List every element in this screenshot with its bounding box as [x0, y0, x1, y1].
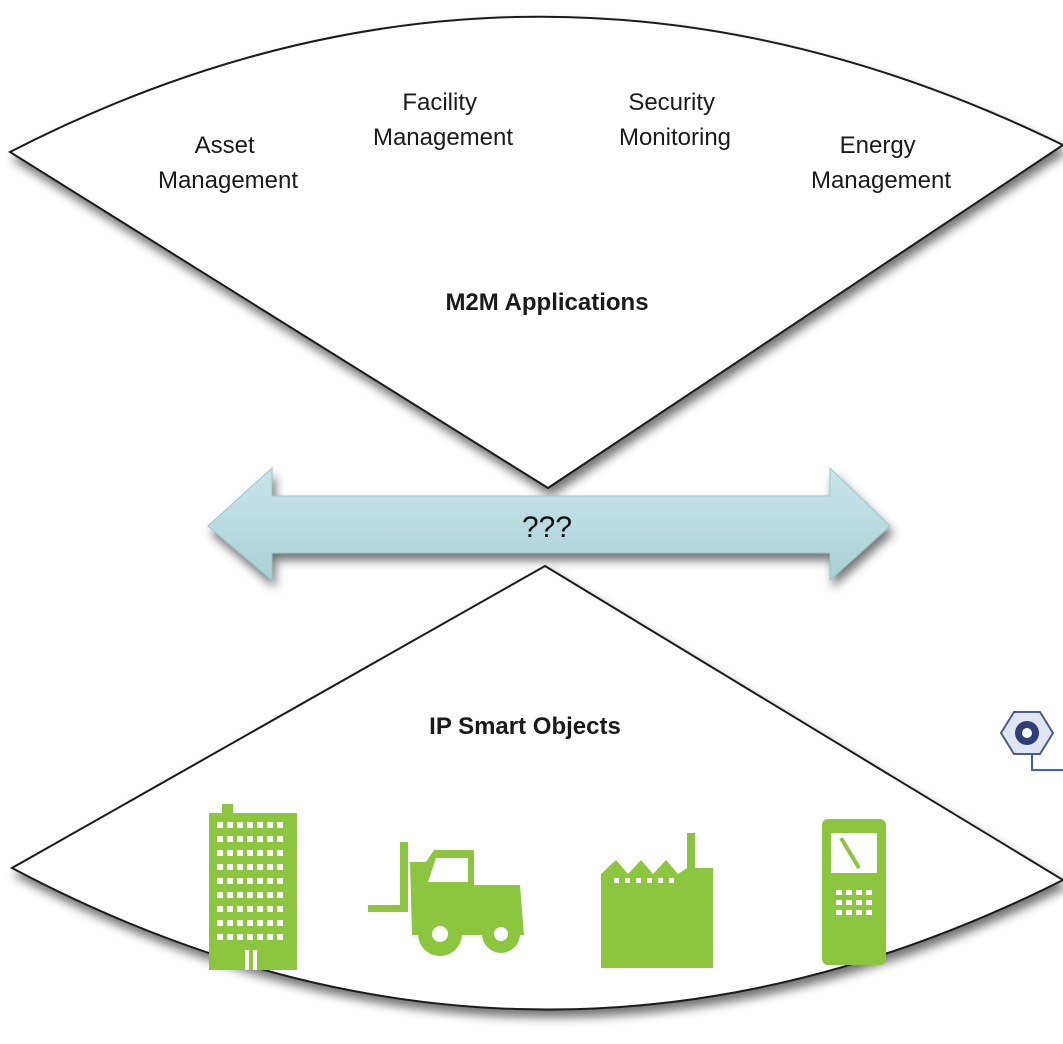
- top-fan: [7, 15, 1063, 490]
- building-icon: [209, 804, 297, 970]
- top-fan-shape: [7, 15, 1063, 490]
- double-arrow-icon: [207, 466, 891, 582]
- app-label-facility-management: Facility Management: [373, 89, 513, 151]
- forklift-icon: [368, 842, 524, 956]
- bottom-fan-shape: [9, 564, 1063, 1011]
- app-label-energy-management: Energy Management: [811, 132, 951, 194]
- meter-device-icon: [822, 819, 886, 965]
- smart-object-icons: [209, 804, 886, 970]
- organization-logo: [999, 711, 1063, 771]
- bottom-fan: [9, 564, 1063, 1011]
- factory-icon: [601, 833, 713, 968]
- bottom-heading: IP Smart Objects: [429, 713, 621, 740]
- app-label-asset-management: Asset Management: [158, 132, 298, 194]
- app-label-security-monitoring: Security Monitoring: [619, 89, 731, 151]
- application-labels: Asset Management Facility Management Sec…: [158, 89, 951, 194]
- top-heading: M2M Applications: [445, 289, 648, 316]
- bidirectional-arrow: ???: [207, 466, 891, 582]
- arrow-label: ???: [522, 511, 572, 544]
